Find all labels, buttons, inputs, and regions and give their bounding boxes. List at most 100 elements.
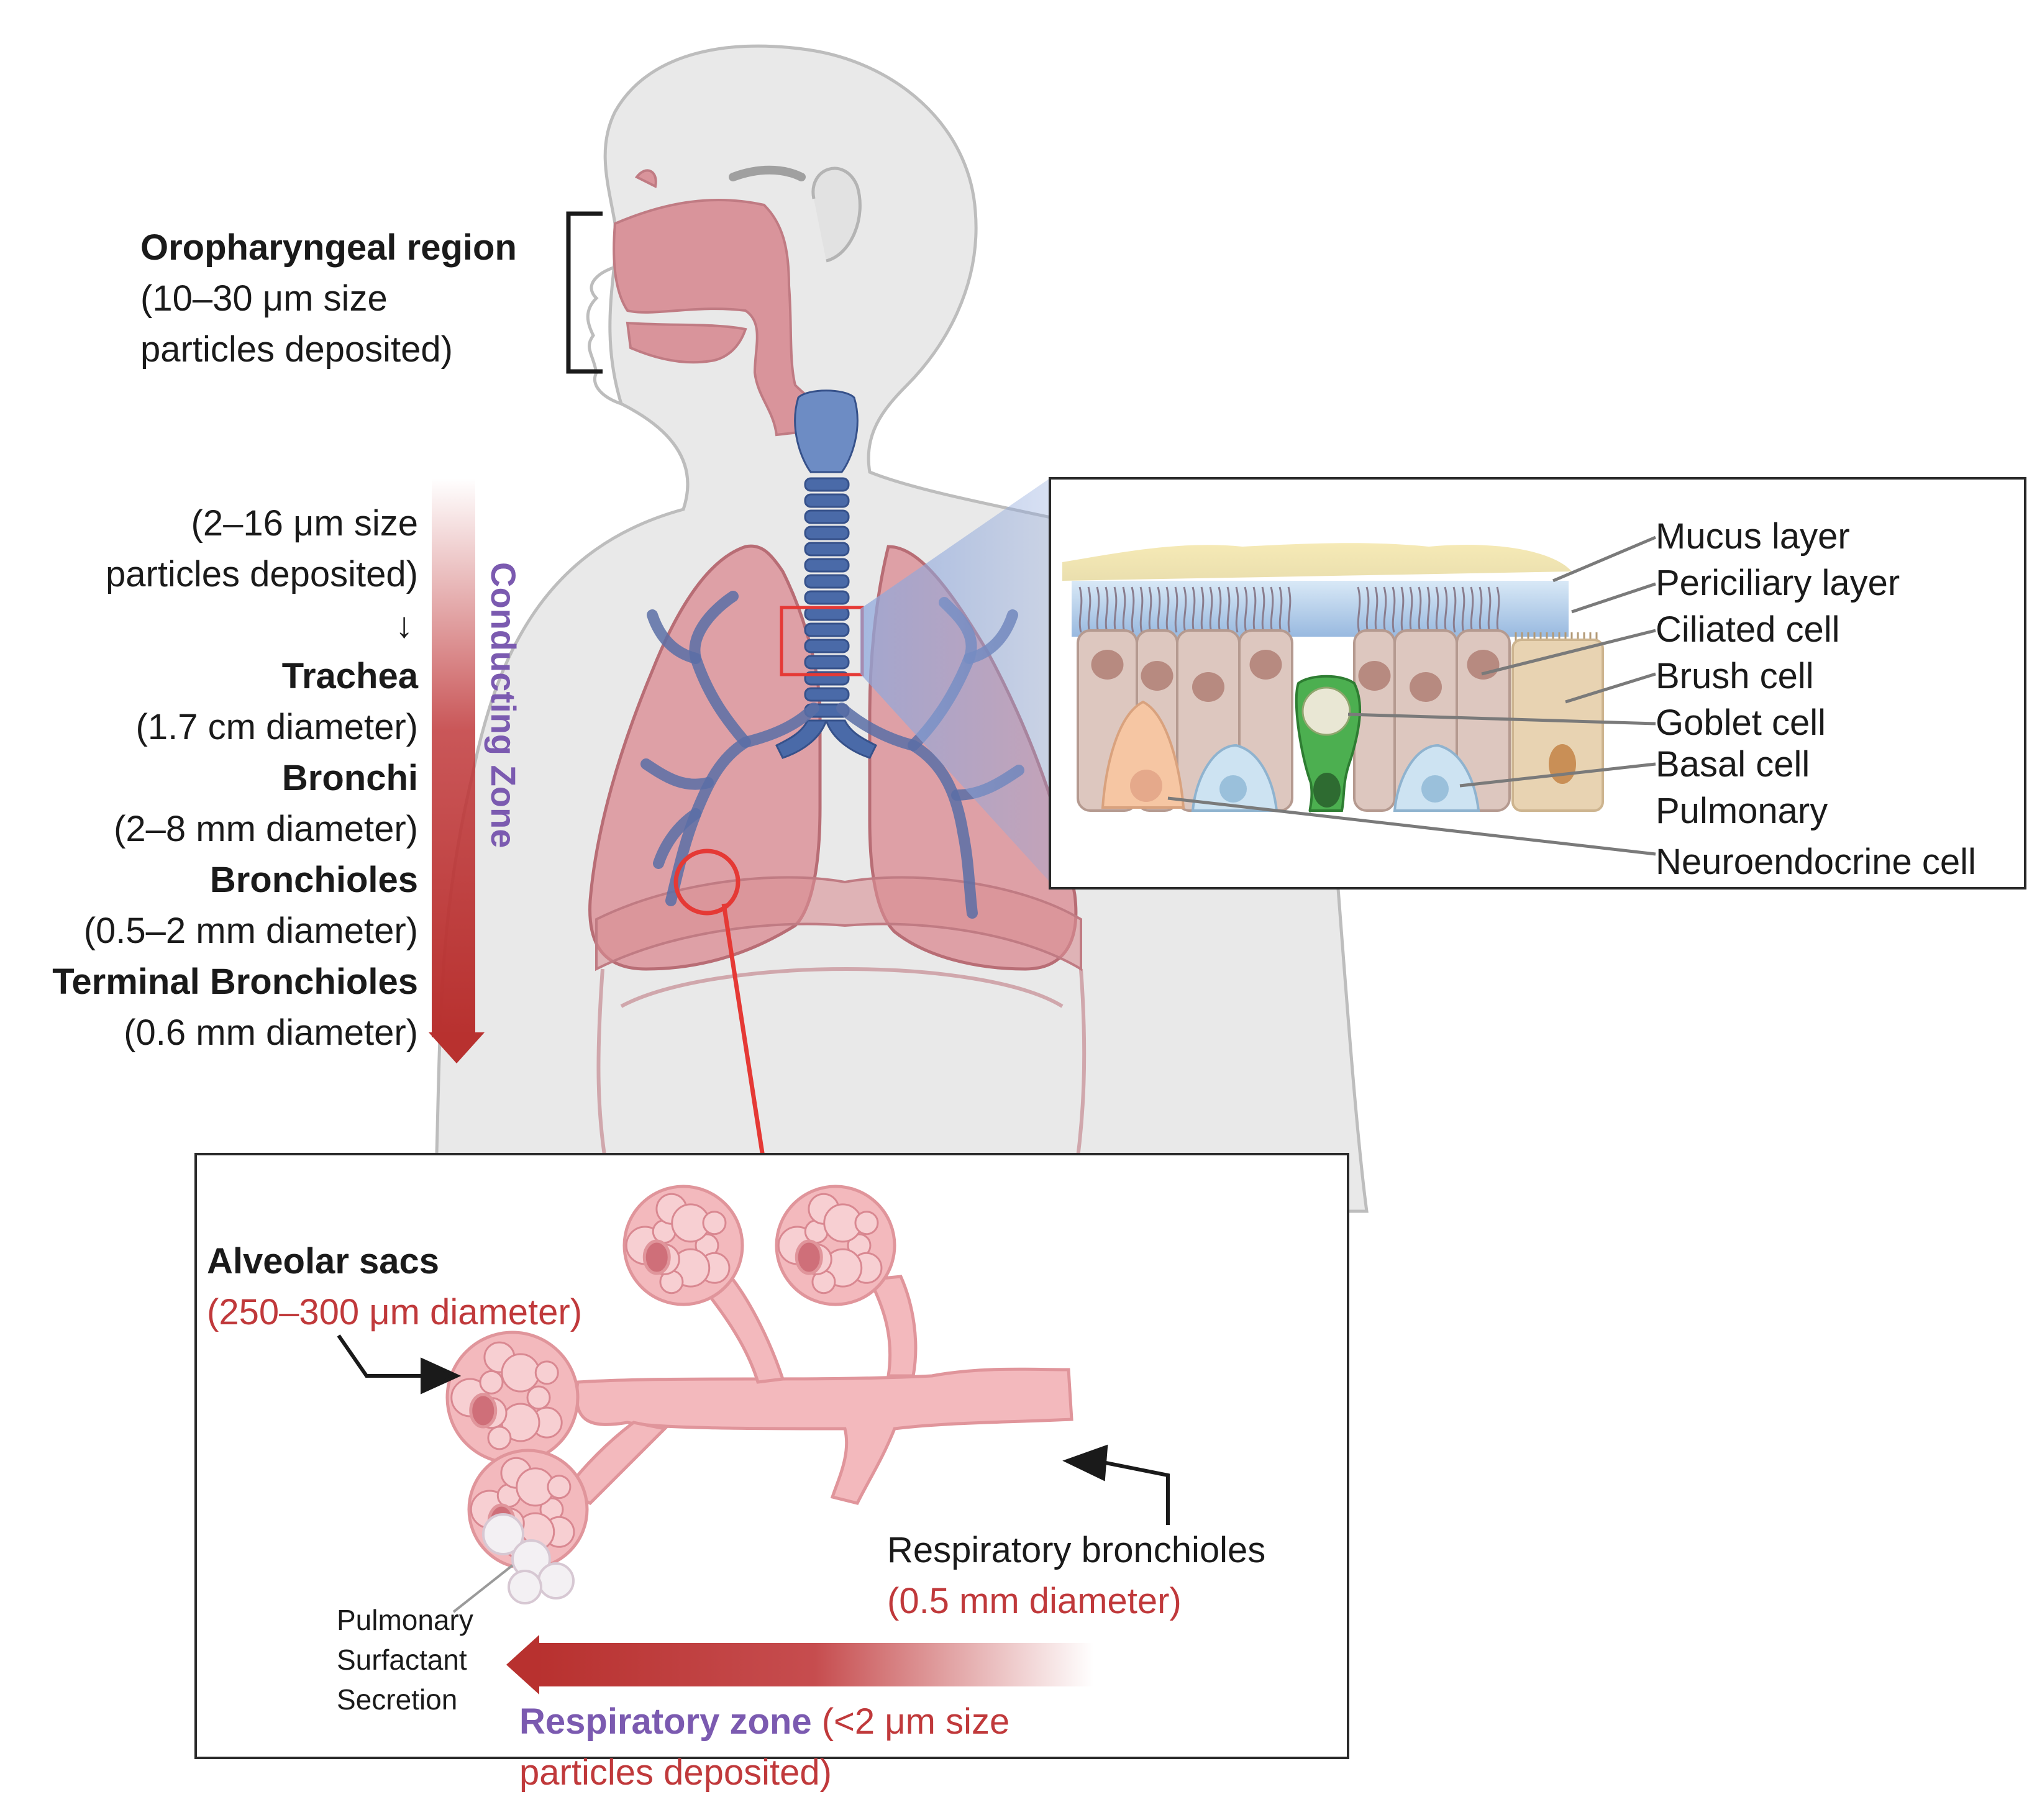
airway-bronchioles-detail: (0.5–2 mm diameter) [83,911,418,951]
cilium [1470,586,1474,633]
cilium [1174,586,1178,633]
airway-bronchi-detail: (2–8 mm diameter) [114,809,418,849]
trachea-ring [804,687,850,702]
cilium [1270,586,1274,633]
cilium [1122,586,1126,633]
cell-nucleus [1249,650,1282,680]
cilium [1226,586,1231,633]
conducting-text-block: (2–16 μm size particles deposited) ↓ Tra… [0,498,418,1058]
alveolar-sacs-title: Alveolar sacs [207,1241,440,1281]
cilium [1087,586,1091,633]
cilium [1452,586,1457,633]
alveolar-sacs-pointer [337,1334,462,1395]
respiratory-zone-size-2: particles deposited) [519,1752,832,1793]
trachea-ring [804,574,850,589]
cilium [1244,586,1248,633]
label-neuroendocrine-cell: Neuroendocrine cell [1656,842,1976,882]
alveolar-sacs-size: (250–300 μm diameter) [207,1292,583,1332]
surfactant-leader [452,1564,514,1613]
cilium [1165,586,1170,633]
label-periciliary-layer: Periciliary layer [1656,563,1900,603]
upper-airway [613,169,834,437]
label-pulmonary: Pulmonary [1656,791,1828,831]
conducting-size-line2: particles deposited) [106,554,418,594]
alveolus [501,1353,540,1393]
alveolus [479,1370,504,1395]
neuroendocrine-cell [1101,700,1185,809]
label-mucus-layer: Mucus layer [1656,516,1850,557]
cell-nucleus [1091,650,1124,680]
cilium [1183,586,1187,633]
airway-bronchi-name: Bronchi [281,758,418,798]
oropharyngeal-title: Oropharyngeal region [140,227,517,268]
cilium [1139,586,1144,633]
surfactant-line3: Secretion [337,1683,458,1716]
trachea-ring [804,542,850,557]
respiratory-zone-label: Respiratory zone [519,1701,812,1742]
trachea-ring [804,477,850,492]
cilium [1435,586,1439,633]
cilium [1261,586,1265,633]
label-goblet-cell: Goblet cell [1656,703,1826,743]
trachea-ring [804,639,850,653]
cell-nucleus [1410,672,1442,702]
cilium [1357,586,1361,633]
airway-trachea-name: Trachea [281,656,418,696]
conducting-arrow [429,478,485,1063]
label-basal-cell: Basal cell [1656,744,1810,785]
trachea-ring [804,526,850,540]
airway-bronchioles-name: Bronchioles [209,860,418,900]
cilium [1444,586,1448,633]
label-ciliated-cell: Ciliated cell [1656,609,1840,650]
cilium [1287,586,1292,633]
respiratory-zone-arrow [506,1635,1093,1695]
alveolus [547,1475,572,1499]
carina [775,719,878,759]
alveolus [526,1385,551,1410]
alveolus-dark [642,1239,671,1275]
conducting-size-line1: (2–16 μm size [191,503,418,544]
cilium [1426,586,1431,633]
trachea-ring [804,622,850,637]
cilium [1200,586,1205,633]
oropharyngeal-size-line2: particles deposited) [140,329,453,370]
respiratory-bronchioles-size: (0.5 mm diameter) [887,1581,1182,1621]
trachea-ring [804,590,850,605]
hair [729,165,806,181]
trachea-ring [804,655,850,670]
cilium [1461,586,1465,633]
oropharyngeal-size-line1: (10–30 μm size [140,278,388,319]
epithelium-illustration [1062,535,1656,856]
cilium [1374,586,1379,633]
surfactant-line1: Pulmonary [337,1604,473,1636]
cilium [1148,586,1152,633]
respiratory-zone-line: Respiratory zone (<2 μm size [519,1696,1009,1747]
cilium [1209,586,1213,633]
cilium [1365,586,1370,633]
oropharyngeal-bracket [566,211,603,374]
cilium [1479,586,1483,633]
alveolus [487,1426,512,1450]
trachea-ring [804,558,850,573]
cilium [1418,586,1422,633]
respiratory-bronchioles-title: Respiratory bronchioles [887,1530,1266,1570]
cell-nucleus [1192,672,1224,702]
cilium [1496,586,1500,633]
alveolus-dark [795,1239,823,1275]
bronchiole-highlight-circle [673,849,741,916]
conducting-down-arrow: ↓ [395,605,413,645]
cilium [1400,586,1405,633]
cell-nucleus [1358,661,1391,691]
airway-terminal-bronchioles-name: Terminal Bronchioles [52,962,418,1002]
airway-trachea-detail: (1.7 cm diameter) [135,707,418,747]
alveolus [534,1360,559,1385]
brush-cell [1511,639,1604,812]
trachea [775,389,878,759]
cilium [1131,586,1135,633]
surfactant-line2: Surfactant [337,1644,467,1676]
label-brush-cell: Brush cell [1656,656,1814,696]
trachea-ring [804,509,850,524]
cilium [1078,586,1083,633]
cilium [1392,586,1396,633]
